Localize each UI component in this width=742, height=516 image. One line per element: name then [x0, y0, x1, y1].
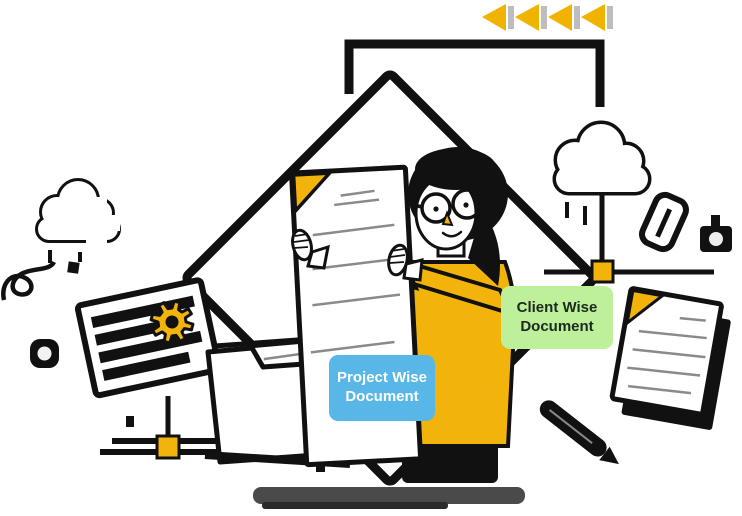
network-node-icon	[590, 259, 615, 284]
nose	[441, 210, 454, 227]
striped-board-icon	[74, 277, 222, 399]
frame-outline	[344, 39, 605, 107]
pen-icon	[539, 400, 619, 465]
person-hands	[291, 228, 424, 282]
cloud-left-icon	[35, 178, 121, 263]
paperclip-icon	[639, 191, 689, 253]
plus-icon	[45, 197, 120, 252]
network-node-right	[544, 190, 714, 275]
donut-icon	[30, 339, 59, 368]
client-wise-label-text: Client Wise Document	[516, 298, 598, 335]
project-wise-label-text: Project Wise Document	[337, 369, 427, 405]
person-head	[408, 147, 508, 286]
pedestal	[253, 487, 525, 509]
squiggle-icon	[1, 260, 57, 301]
confetti-squares	[67, 261, 484, 472]
glasses-icon	[413, 188, 483, 224]
cloud-right-icon	[552, 120, 652, 225]
stamp-icon	[700, 215, 732, 252]
rewind-arrows-icon	[482, 4, 613, 31]
client-wise-label: Client Wise Document	[501, 286, 613, 349]
document-stack-icon	[609, 286, 731, 430]
gear-icon	[149, 299, 195, 345]
project-wise-label: Project Wise Document	[329, 355, 435, 421]
person-pants	[402, 438, 498, 483]
smile	[441, 230, 463, 238]
